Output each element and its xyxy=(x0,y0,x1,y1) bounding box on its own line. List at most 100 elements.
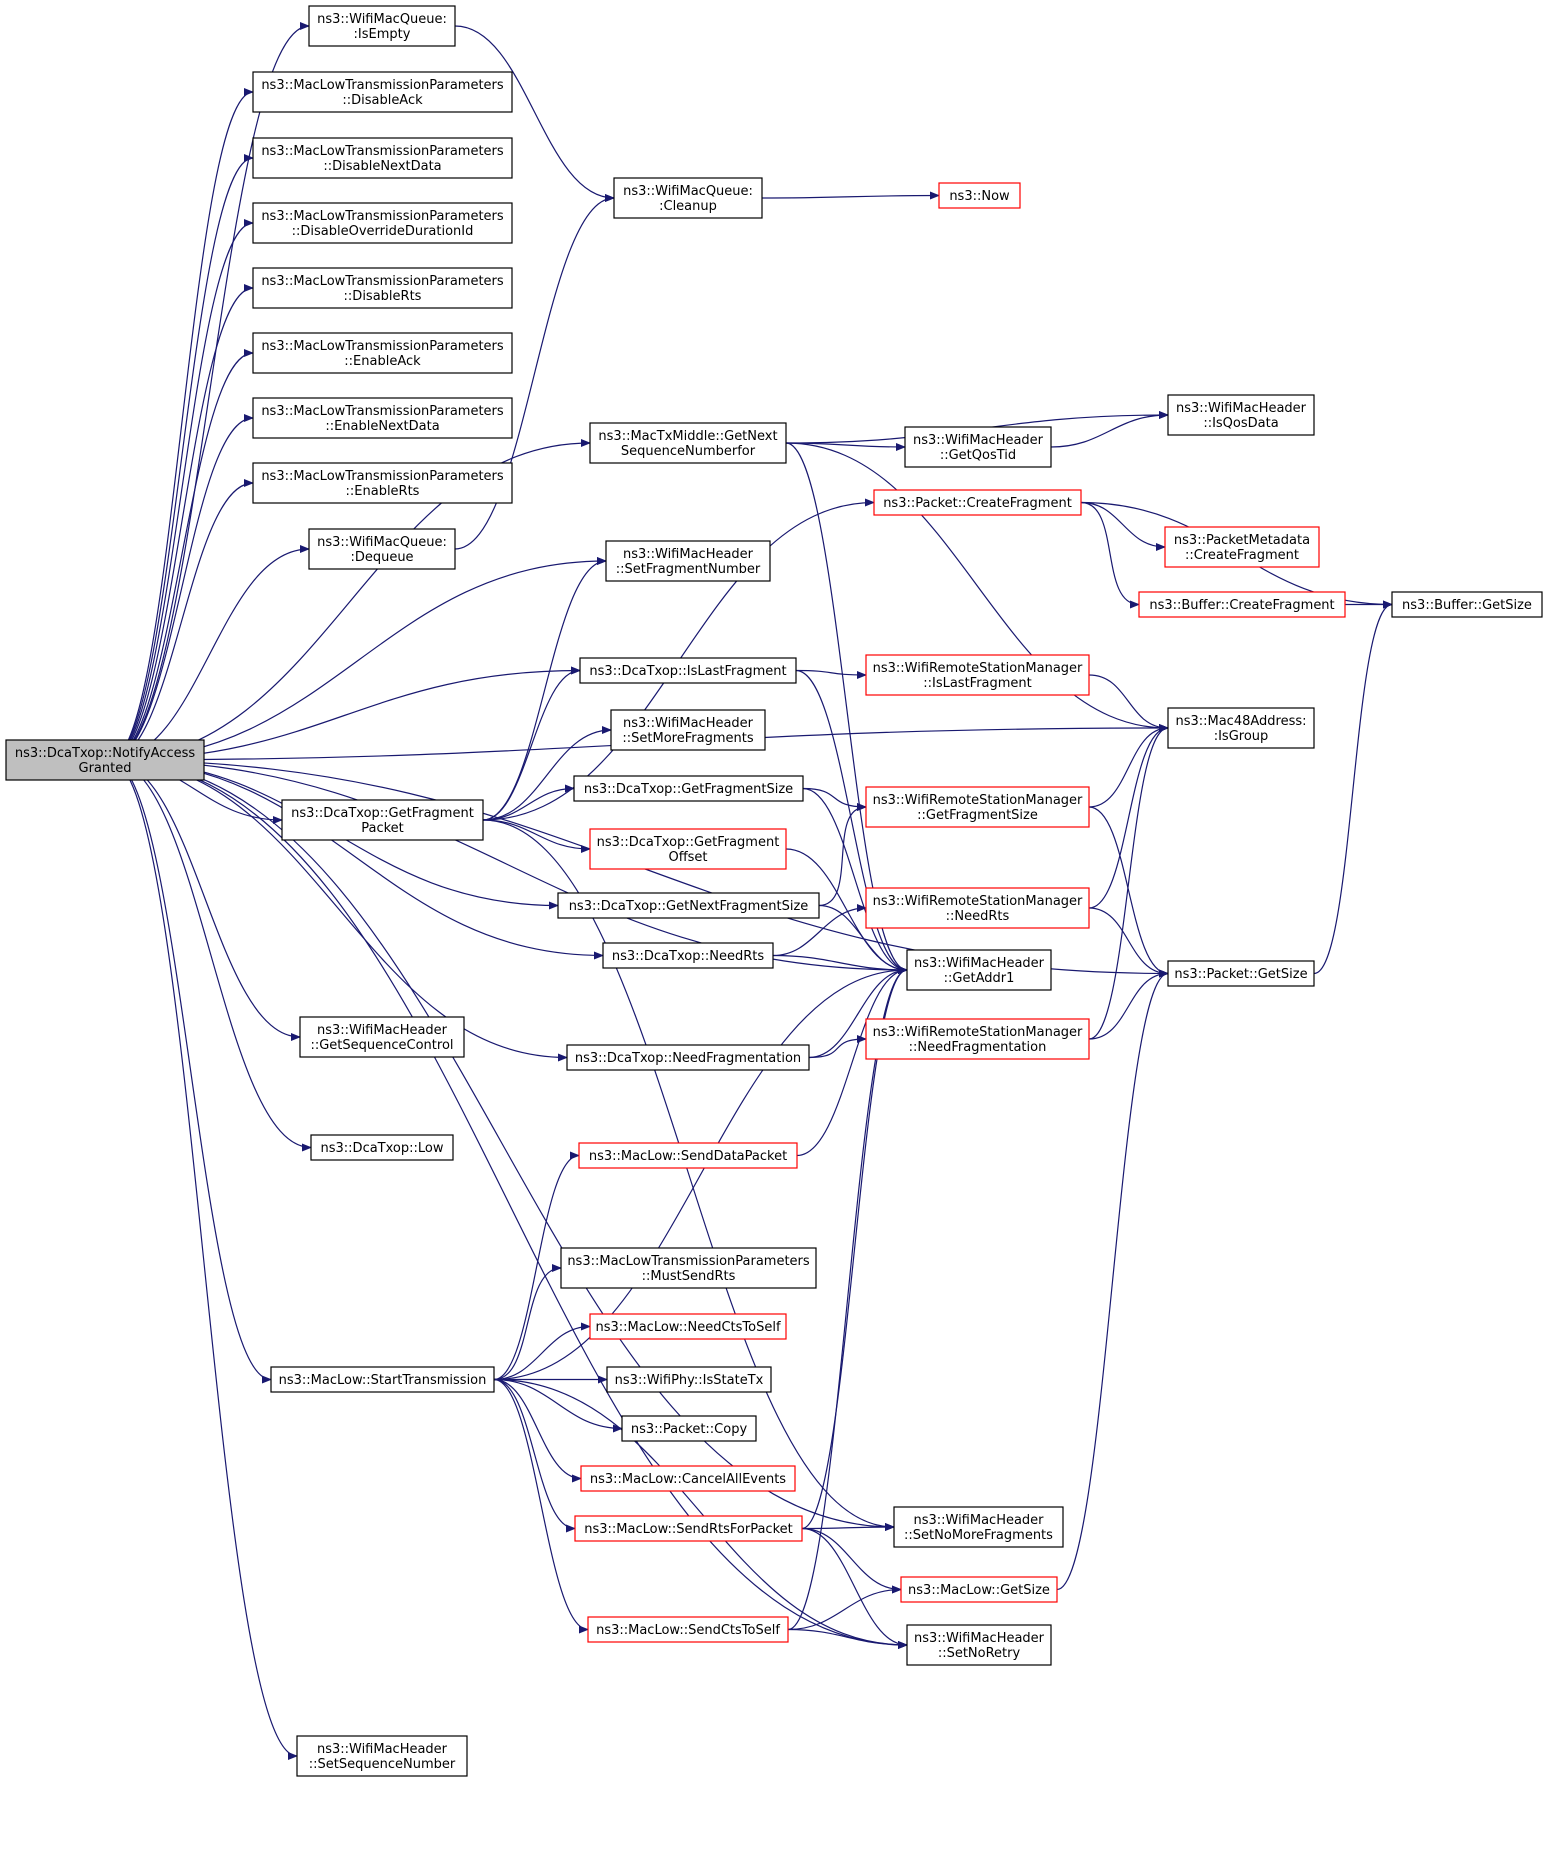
node-label-line: Granted xyxy=(79,761,132,776)
node-label-line: ns3::WifiMacQueue: xyxy=(623,184,753,199)
edge-send-rts-to-set-no-retry xyxy=(801,1527,908,1649)
node-label-line: ::IsQosData xyxy=(1203,416,1278,431)
node-label-line: SequenceNumberfor xyxy=(621,444,756,459)
node-label-line: ns3::MacLow::CancelAllEvents xyxy=(590,1472,786,1487)
node-enable-next[interactable]: ns3::MacLowTransmissionParameters::Enabl… xyxy=(252,397,513,439)
node-get-frag-size[interactable]: ns3::DcaTxop::GetFragmentSize xyxy=(573,775,804,802)
edge-get-frag-size-to-get-addr1 xyxy=(802,787,908,974)
edge-rsm-frag-size-to-is-group xyxy=(1088,724,1169,808)
node-send-data[interactable]: ns3::MacLow::SendDataPacket xyxy=(578,1142,798,1169)
node-rsm-need-rts[interactable]: ns3::WifiRemoteStationManager::NeedRts xyxy=(865,887,1090,929)
node-box xyxy=(906,949,1052,991)
node-need-rts[interactable]: ns3::DcaTxop::NeedRts xyxy=(602,942,774,969)
node-cancel-all[interactable]: ns3::MacLow::CancelAllEvents xyxy=(580,1465,796,1492)
node-get-next-frag[interactable]: ns3::DcaTxop::GetNextFragmentSize xyxy=(557,892,820,919)
node-buf-get-size[interactable]: ns3::Buffer::GetSize xyxy=(1391,591,1543,618)
node-label-line: ns3::Now xyxy=(949,189,1010,204)
node-label-line: ns3::WifiMacHeader xyxy=(1176,401,1307,416)
edge-start-tx-to-send-rts xyxy=(493,1378,576,1533)
node-label-line: ns3::MacLow::NeedCtsToSelf xyxy=(595,1320,780,1335)
node-dequeue[interactable]: ns3::WifiMacQueue::Dequeue xyxy=(308,528,456,570)
node-box xyxy=(606,1366,772,1393)
edge-get-frag-pkt-to-get-frag-off xyxy=(482,819,591,853)
node-box xyxy=(1164,526,1320,568)
node-set-no-retry[interactable]: ns3::WifiMacHeader::SetNoRetry xyxy=(906,1624,1052,1666)
node-mac-low-get-size[interactable]: ns3::MacLow::GetSize xyxy=(900,1576,1058,1603)
node-is-last-frag[interactable]: ns3::DcaTxop::IsLastFragment xyxy=(579,657,797,684)
edge-rsm-need-rts-to-is-group xyxy=(1088,724,1169,909)
node-label-line: ns3::Mac48Address: xyxy=(1175,714,1306,729)
node-label-line: ns3::WifiMacHeader xyxy=(317,1742,448,1757)
node-disable-ovr[interactable]: ns3::MacLowTransmissionParameters::Disab… xyxy=(252,202,513,244)
node-box xyxy=(613,177,763,219)
edge-notify-to-need-rts xyxy=(109,759,604,960)
node-label-line: ::SetNoMoreFragments xyxy=(904,1528,1053,1543)
node-low[interactable]: ns3::DcaTxop::Low xyxy=(310,1134,454,1161)
node-enable-ack[interactable]: ns3::MacLowTransmissionParameters::Enabl… xyxy=(252,332,513,374)
node-is-state-tx[interactable]: ns3::WifiPhy::IsStateTx xyxy=(606,1366,772,1393)
node-disable-ack[interactable]: ns3::MacLowTransmissionParameters::Disab… xyxy=(252,71,513,113)
edge-get-next-seq-to-get-addr1 xyxy=(785,442,908,974)
node-rsm-need-fragm[interactable]: ns3::WifiRemoteStationManager::NeedFragm… xyxy=(865,1018,1090,1060)
node-disable-next[interactable]: ns3::MacLowTransmissionParameters::Disab… xyxy=(252,137,513,179)
node-is-group[interactable]: ns3::Mac48Address::IsGroup xyxy=(1167,707,1315,749)
call-nodes: ns3::DcaTxop::NotifyAccessGrantedns3::Wi… xyxy=(5,5,1543,1777)
node-rsm-frag-size[interactable]: ns3::WifiRemoteStationManager::GetFragme… xyxy=(865,786,1090,828)
node-send-cts[interactable]: ns3::MacLow::SendCtsToSelf xyxy=(587,1616,789,1643)
edge-pkt-get-size-to-buf-get-size xyxy=(1313,600,1393,975)
node-pkt-create-frag[interactable]: ns3::Packet::CreateFragment xyxy=(873,489,1082,516)
node-get-addr1[interactable]: ns3::WifiMacHeader::GetAddr1 xyxy=(906,949,1052,991)
node-set-more-frag[interactable]: ns3::WifiMacHeader::SetMoreFragments xyxy=(610,709,766,751)
node-need-fragm[interactable]: ns3::DcaTxop::NeedFragmentation xyxy=(566,1044,810,1071)
node-is-empty[interactable]: ns3::WifiMacQueue::IsEmpty xyxy=(308,5,456,47)
node-label-line: ns3::WifiMacQueue: xyxy=(317,12,447,27)
node-box xyxy=(573,775,804,802)
edge-need-fragm-to-get-addr1 xyxy=(808,966,908,1059)
node-set-seq-num[interactable]: ns3::WifiMacHeader::SetSequenceNumber xyxy=(296,1735,468,1777)
node-label-line: ns3::WifiMacHeader xyxy=(913,433,1044,448)
edge-rsm-need-rts-to-pkt-get-size xyxy=(1088,907,1169,978)
edge-rsm-frag-size-to-pkt-get-size xyxy=(1088,806,1169,978)
node-set-frag-num[interactable]: ns3::WifiMacHeader::SetFragmentNumber xyxy=(605,540,771,582)
node-now[interactable]: ns3::Now xyxy=(938,182,1021,209)
node-box xyxy=(308,528,456,570)
node-label-line: ns3::DcaTxop::GetFragment xyxy=(291,806,474,821)
node-get-next-seq[interactable]: ns3::MacTxMiddle::GetNextSequenceNumberf… xyxy=(589,422,787,464)
node-enable-rts[interactable]: ns3::MacLowTransmissionParameters::Enabl… xyxy=(252,462,513,504)
node-cleanup[interactable]: ns3::WifiMacQueue::Cleanup xyxy=(613,177,763,219)
node-start-tx[interactable]: ns3::MacLow::StartTransmission xyxy=(270,1366,495,1393)
edge-rsm-need-fragm-to-pkt-get-size xyxy=(1088,969,1169,1040)
node-label-line: ::NeedFragmentation xyxy=(909,1040,1047,1055)
node-box xyxy=(938,182,1021,209)
node-pm-create-frag[interactable]: ns3::PacketMetadata::CreateFragment xyxy=(1164,526,1320,568)
node-label-line: ns3::MacLowTransmissionParameters xyxy=(261,469,504,484)
node-must-send-rts[interactable]: ns3::MacLowTransmissionParameters::MustS… xyxy=(560,1247,817,1289)
node-get-seq-ctl[interactable]: ns3::WifiMacHeader::GetSequenceControl xyxy=(299,1016,465,1058)
node-box xyxy=(252,267,513,309)
node-get-qos-tid[interactable]: ns3::WifiMacHeader::GetQosTid xyxy=(904,426,1052,468)
node-label-line: ::SetMoreFragments xyxy=(622,731,753,746)
node-buf-create-frag[interactable]: ns3::Buffer::CreateFragment xyxy=(1138,591,1346,618)
node-pkt-copy[interactable]: ns3::Packet::Copy xyxy=(621,1415,757,1442)
node-set-no-more[interactable]: ns3::WifiMacHeader::SetNoMoreFragments xyxy=(893,1506,1064,1548)
node-disable-rts[interactable]: ns3::MacLowTransmissionParameters::Disab… xyxy=(252,267,513,309)
node-label-line: ns3::DcaTxop::GetNextFragmentSize xyxy=(569,899,809,914)
edge-notify-to-enable-ack xyxy=(109,349,254,761)
node-label-line: :IsGroup xyxy=(1214,729,1269,744)
edge-is-last-frag-to-rsm-is-last xyxy=(795,669,867,679)
edge-get-frag-pkt-to-get-frag-size xyxy=(482,784,575,821)
node-need-cts[interactable]: ns3::MacLow::NeedCtsToSelf xyxy=(589,1313,787,1340)
node-label-line: ns3::MacLowTransmissionParameters xyxy=(261,78,504,93)
node-is-qos-data[interactable]: ns3::WifiMacHeader::IsQosData xyxy=(1167,394,1315,436)
edge-get-next-frag-to-rsm-frag-size xyxy=(818,803,867,907)
node-rsm-is-last[interactable]: ns3::WifiRemoteStationManager::IsLastFra… xyxy=(865,654,1090,696)
edge-pkt-create-frag-to-pm-create-frag xyxy=(1080,501,1166,551)
node-label-line: ::CreateFragment xyxy=(1185,548,1299,563)
node-label-line: ns3::DcaTxop::IsLastFragment xyxy=(589,664,786,679)
node-pkt-get-size[interactable]: ns3::Packet::GetSize xyxy=(1167,960,1315,987)
node-send-rts[interactable]: ns3::MacLow::SendRtsForPacket xyxy=(574,1515,803,1542)
